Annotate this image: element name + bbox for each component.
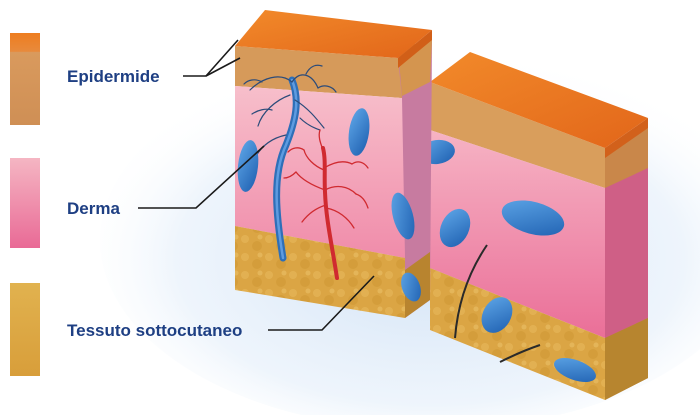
label-derma: Derma	[67, 199, 120, 218]
legend-swatches	[10, 33, 40, 376]
epidermide-leader-2	[206, 58, 240, 76]
label-tessuto-sottocutaneo: Tessuto sottocutaneo	[67, 321, 242, 340]
label-epidermide: Epidermide	[67, 67, 160, 86]
skin-block-left	[235, 10, 432, 318]
dermis-swatch-icon	[10, 158, 40, 248]
epidermis-swatch-icon	[10, 33, 40, 125]
subcutaneous-swatch-icon	[10, 283, 40, 376]
epidermide-leader-1	[183, 40, 238, 76]
